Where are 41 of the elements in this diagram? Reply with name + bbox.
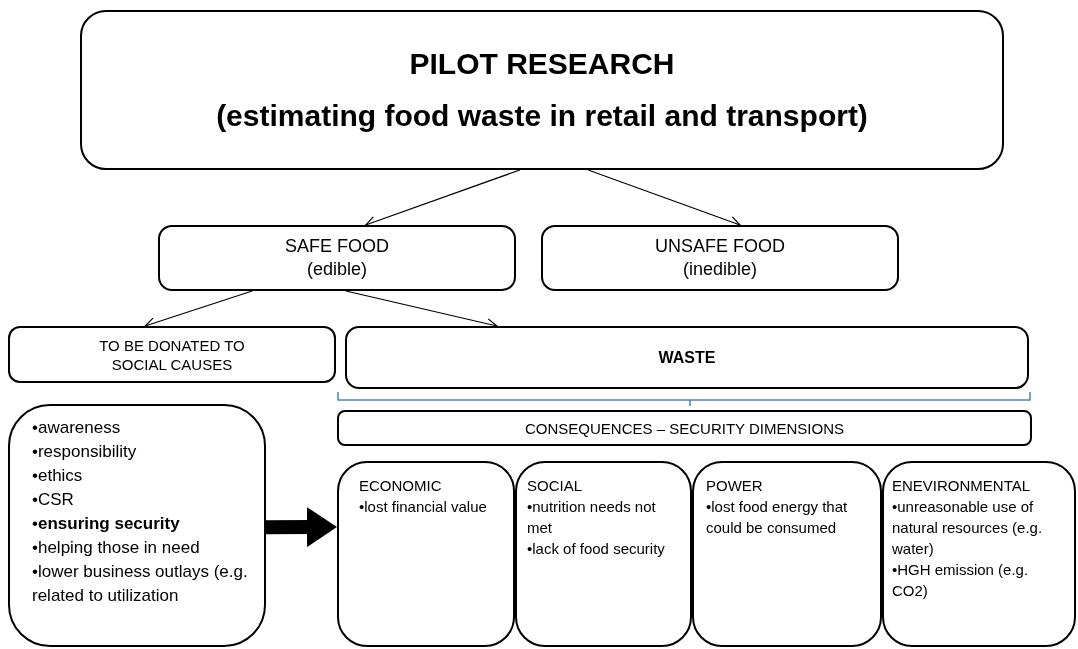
node-heading: ENEVIRONMENTAL — [892, 476, 1031, 496]
bullet-text: •ethics — [32, 465, 83, 487]
rounded-box — [80, 10, 1004, 170]
rounded-box — [541, 225, 899, 291]
bullet-text: •lost financial value — [359, 497, 487, 517]
bullet-text: •HGH emission (e.g. CO2) — [892, 560, 1030, 601]
rounded-box — [337, 410, 1032, 446]
bullet-text: •lack of food security — [527, 539, 665, 559]
arrow — [365, 169, 521, 227]
node-heading: WASTE — [658, 347, 716, 368]
bullet-text: •awareness — [32, 417, 121, 439]
bullet-text: •unreasonable use of natural resources (e.g. water) — [892, 497, 1044, 559]
rounded-box — [515, 461, 692, 647]
bullet-text: •helping those in need — [32, 537, 200, 559]
bullet-text: •ensuring security — [32, 513, 180, 535]
rounded-box — [337, 461, 515, 647]
node-heading: PILOT RESEARCH — [409, 46, 675, 82]
arrow — [265, 507, 337, 548]
bullet-text: •lower business outlays (e.g. related to utilization — [32, 561, 249, 607]
node-heading: ECONOMIC — [359, 476, 442, 496]
bullet-text: •CSR — [32, 489, 74, 511]
node-heading: UNSAFE FOOD — [655, 235, 785, 258]
node-heading: SAFE FOOD — [285, 235, 389, 258]
rounded-box — [8, 404, 266, 647]
rounded-box — [692, 461, 882, 647]
node-subtitle: (estimating food waste in retail and transport) — [216, 98, 868, 134]
rounded-box — [345, 326, 1029, 389]
node-heading: TO BE DONATED TO SOCIAL CAUSES — [98, 335, 246, 374]
node-subtitle: (inedible) — [682, 258, 757, 281]
rounded-box — [8, 326, 336, 383]
bullet-text: •lost food energy that could be consumed — [706, 497, 849, 538]
arrow — [144, 290, 253, 329]
node-heading: POWER — [706, 476, 763, 496]
node-subtitle: (edible) — [307, 258, 367, 281]
node-heading: CONSEQUENCES – SECURITY DIMENSIONS — [525, 418, 844, 438]
node-heading: SOCIAL — [527, 476, 583, 496]
bullet-text: •nutrition needs not met — [527, 497, 657, 538]
rounded-box — [882, 461, 1076, 647]
bullet-text: •responsibility — [32, 441, 137, 463]
arrow — [587, 169, 741, 227]
rounded-box — [158, 225, 516, 291]
